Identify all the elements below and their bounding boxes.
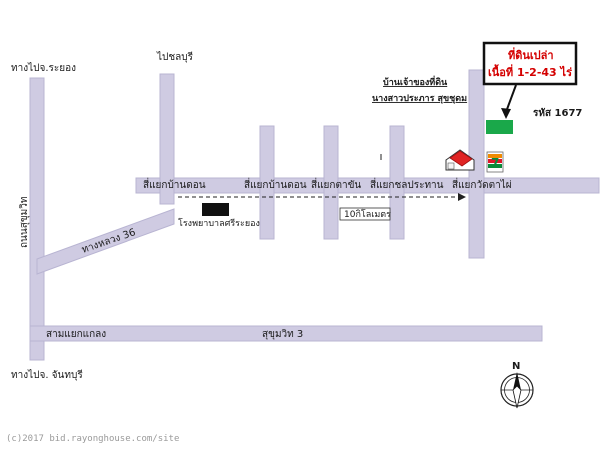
label-sam-yaek-klaeng: สามแยกแกลง — [46, 329, 106, 340]
seven-eleven-icon: 7 — [486, 151, 504, 173]
road-chon-prathan — [389, 125, 405, 240]
distance-label: 10กิโลเมตร — [344, 209, 391, 220]
label-intersection-ban-don-1: สี่แยกบ้านดอน — [143, 177, 206, 191]
label-to-rayong: ทางไปจ.ระยอง — [11, 62, 76, 74]
label-intersection-wat-ta-phai: สี่แยกวัดตาไผ่ — [452, 177, 512, 191]
road-chonburi — [159, 73, 175, 205]
distance-arrow — [178, 193, 466, 201]
label-intersection-chon-prathan: สี่แยกชลประทาน — [370, 177, 444, 191]
distance-label-box — [339, 207, 391, 221]
label-to-chanthaburi: ทางไปจ. จันทบุรี — [11, 369, 83, 381]
road-sukhumvit-vertical — [29, 77, 45, 361]
road-ban-don-2 — [259, 125, 275, 240]
svg-text:7: 7 — [491, 156, 499, 170]
label-sukhumvit-vertical: ถนนสุขุมวิท — [19, 197, 30, 248]
road-highway-36 — [36, 208, 175, 275]
owner-house-line1: บ้านเจ้าของที่ดิน — [383, 75, 448, 88]
roads — [29, 69, 600, 361]
label-to-chonburi: ไปชลบุรี — [156, 51, 194, 63]
code-label: รหัส 1677 — [533, 107, 582, 119]
house-icon — [445, 149, 475, 171]
callout-line1: ที่ดินเปล่า — [508, 47, 554, 62]
callout-box — [482, 41, 578, 86]
hospital-marker — [202, 203, 229, 216]
callout-line2: เนื้อที่ 1-2-43 ไร่ — [488, 64, 572, 79]
owner-house-line2: นางสาวประภาร สุขชุดม — [372, 93, 467, 104]
hospital-label: โรงพยาบาลศรีระยอง — [178, 218, 260, 229]
road-sukhumvit-3 — [29, 325, 543, 342]
label-highway-36: ทางหลวง 36 — [80, 227, 137, 256]
north-label: N — [512, 361, 520, 372]
label-intersection-ban-don-2: สี่แยกบ้านดอน — [244, 177, 307, 191]
label-intersection-ta-chan: สี่แยกตาขัน — [311, 177, 361, 191]
label-sukhumvit-3: สุขุมวิท 3 — [262, 329, 303, 340]
compass-icon — [500, 372, 534, 409]
road-ta-chan — [323, 125, 339, 240]
land-plot — [486, 120, 513, 134]
watermark: (c)2017 bid.rayonghouse.com/site — [6, 434, 179, 444]
callout-pointer — [501, 84, 517, 119]
